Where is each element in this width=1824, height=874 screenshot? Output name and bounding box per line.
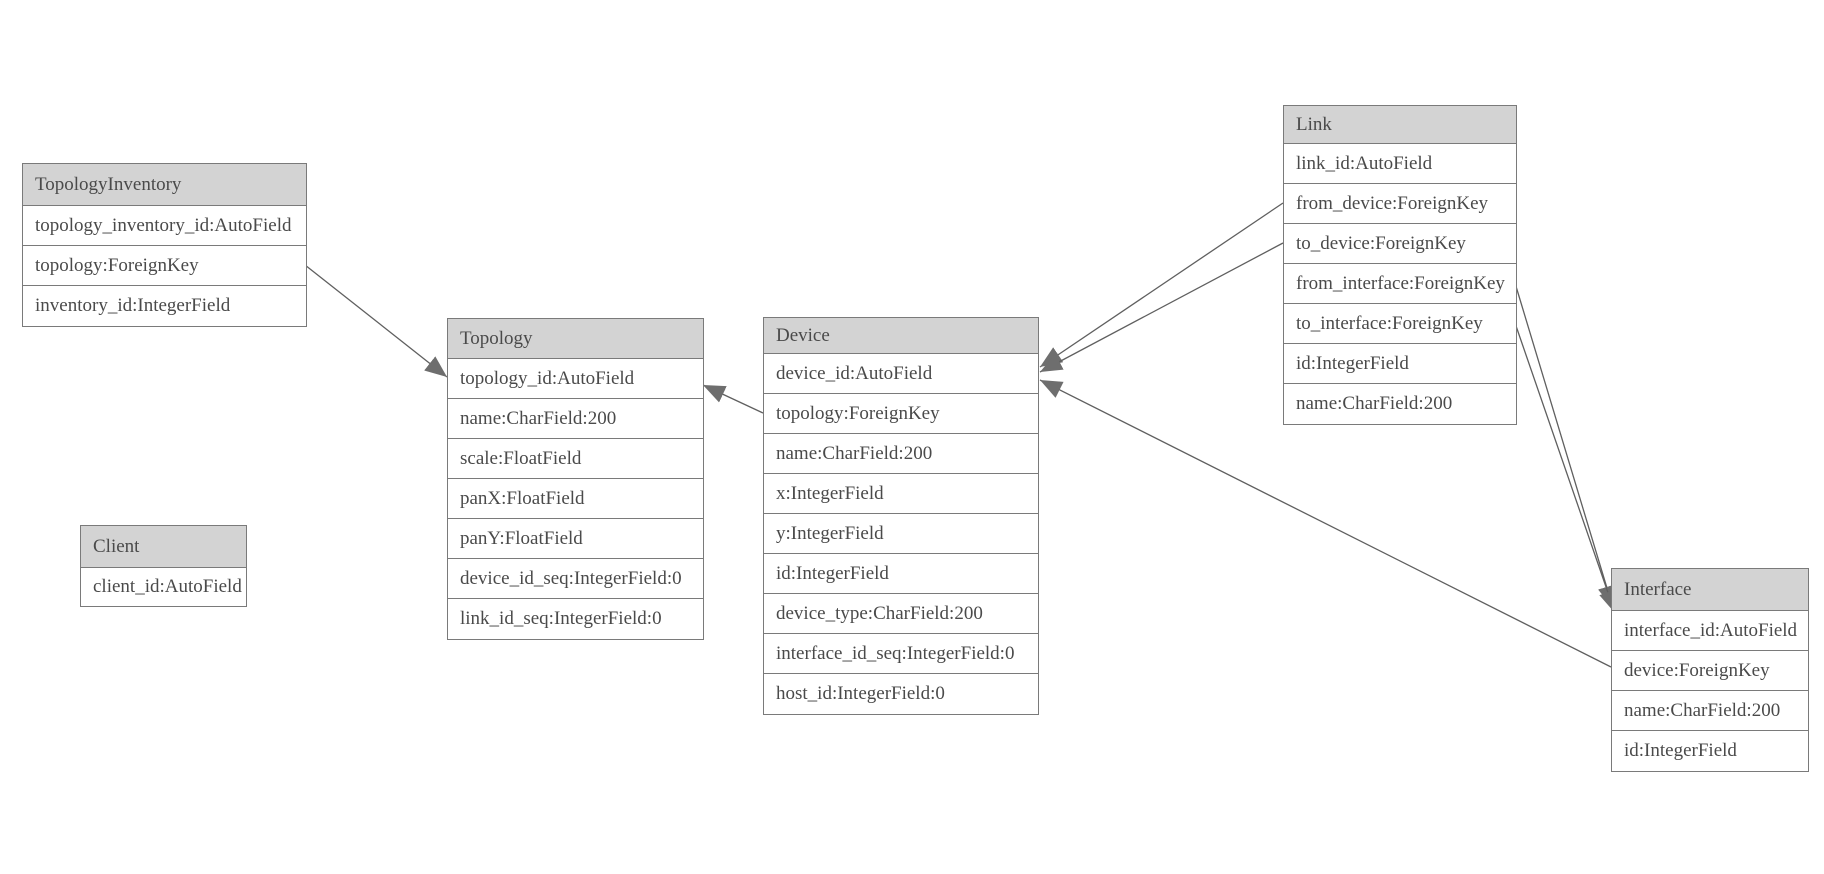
edge-link-to-device-to-device [1039, 242, 1284, 373]
entity-field: y:IntegerField [764, 514, 1038, 554]
edge-link-to-interface-to-interface [1514, 322, 1617, 614]
entity-field: device_type:CharField:200 [764, 594, 1038, 634]
entity-field: topology_id:AutoField [448, 359, 703, 399]
entity-field: device_id:AutoField [764, 354, 1038, 394]
entity-title-link: Link [1284, 106, 1516, 144]
entity-field: name:CharField:200 [448, 399, 703, 439]
entity-field: topology:ForeignKey [764, 394, 1038, 434]
entity-field: panY:FloatField [448, 519, 703, 559]
entity-field: to_interface:ForeignKey [1284, 304, 1516, 344]
entity-title-topologyinventory: TopologyInventory [23, 164, 306, 206]
entity-field: interface_id:AutoField [1612, 611, 1808, 651]
entity-title-topology: Topology [448, 319, 703, 359]
entity-title-client: Client [81, 526, 246, 568]
entity-field: panX:FloatField [448, 479, 703, 519]
entity-field: id:IntegerField [1612, 731, 1808, 771]
edge-link-from-interface-to-interface [1514, 282, 1616, 609]
entity-field: link_id_seq:IntegerField:0 [448, 599, 703, 639]
entity-field: id:IntegerField [1284, 344, 1516, 384]
entity-title-interface: Interface [1612, 569, 1808, 611]
entity-field: device:ForeignKey [1612, 651, 1808, 691]
entity-field: interface_id_seq:IntegerField:0 [764, 634, 1038, 674]
entity-field: scale:FloatField [448, 439, 703, 479]
entity-field: inventory_id:IntegerField [23, 286, 306, 326]
edge-topologyinventory-topology-to-topology [304, 264, 448, 378]
entity-field: id:IntegerField [764, 554, 1038, 594]
edge-device-topology-to-topology [702, 384, 764, 414]
entity-title-device: Device [764, 318, 1038, 354]
entity-field: link_id:AutoField [1284, 144, 1516, 184]
entity-field: name:CharField:200 [1284, 384, 1516, 424]
edge-link-from-device-to-device [1039, 202, 1284, 368]
entity-field: device_id_seq:IntegerField:0 [448, 559, 703, 599]
entity-field: from_device:ForeignKey [1284, 184, 1516, 224]
entity-field: topology:ForeignKey [23, 246, 306, 286]
entity-field: client_id:AutoField [81, 568, 246, 606]
entity-field: from_interface:ForeignKey [1284, 264, 1516, 304]
entity-field: name:CharField:200 [764, 434, 1038, 474]
entity-field: host_id:IntegerField:0 [764, 674, 1038, 714]
entity-field: name:CharField:200 [1612, 691, 1808, 731]
entity-field: x:IntegerField [764, 474, 1038, 514]
entity-field: topology_inventory_id:AutoField [23, 206, 306, 246]
entity-field: to_device:ForeignKey [1284, 224, 1516, 264]
edge-interface-device-to-device [1039, 379, 1612, 668]
